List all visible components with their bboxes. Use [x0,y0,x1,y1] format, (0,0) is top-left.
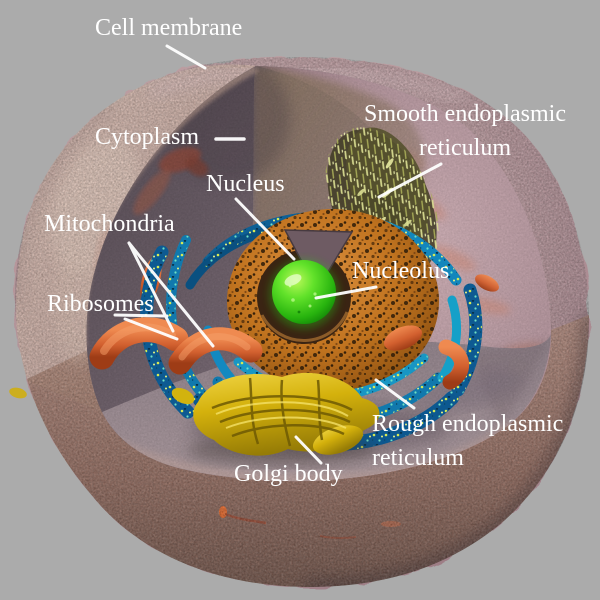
label-smooth-er-line1: Smooth endoplasmic [364,101,566,127]
mitochondria-leader-line-2 [127,241,215,348]
nucleus-shape [227,209,439,393]
smooth-er-leader-line [377,162,443,199]
cell-membrane-leader-line [165,44,207,70]
nucleus-leader-line [234,197,296,261]
label-cytoplasm: Cytoplasm [95,124,200,150]
ribosomes-leader-line-1 [113,313,169,318]
golgi-body-shape [9,372,380,466]
golgi-leader-line [294,435,323,465]
label-rough-er-line1: Rough endoplasmic [372,411,564,437]
mitochondria-shapes [89,274,499,390]
leader-lines [113,44,443,465]
label-smooth-er-line2: reticulum [419,135,511,161]
label-ribosomes: Ribosomes [47,291,154,317]
nucleolus-shape [272,260,336,324]
label-rough-er-line2: reticulum [372,445,464,471]
ribosomes-leader-line-2 [123,317,179,341]
label-nucleus: Nucleus [206,171,285,197]
label-cell-membrane: Cell membrane [95,15,243,41]
rough-er-leader-line [374,378,416,410]
label-rough-er: Rough endoplasmic reticulum [372,407,563,475]
label-mitochondria: Mitochondria [44,211,175,237]
nucleolus-leader-line [314,285,378,300]
label-smooth-er: Smooth endoplasmic reticulum [340,97,590,165]
label-nucleolus: Nucleolus [352,258,450,284]
label-golgi-body: Golgi body [234,461,343,487]
